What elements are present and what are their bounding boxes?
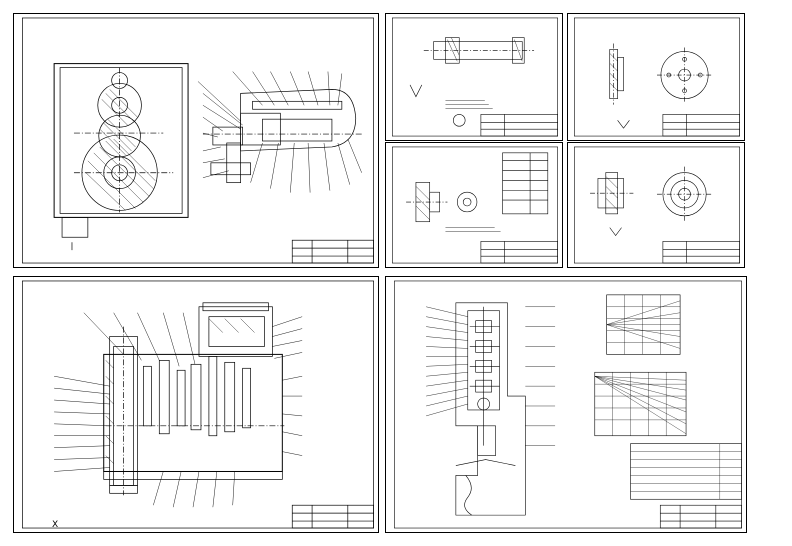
sheet-shaft-detail[interactable] [385,13,563,141]
gearbox-section-drawing [22,280,374,529]
sheet-gearbox-section[interactable] [13,276,379,533]
sheet-bushing-detail[interactable] [385,142,563,268]
flange-detail-drawing [574,17,740,137]
shaft-detail-drawing [392,17,558,137]
sheet-flange-detail[interactable] [567,13,745,141]
corner-marker: X [52,520,59,530]
bushing-detail-drawing [392,146,558,264]
sheet-gear-drive[interactable] [13,13,379,268]
sheet-kinematic-scheme[interactable] [385,276,747,533]
kinematic-scheme-drawing [394,280,742,529]
gear-drive-drawing [22,17,374,264]
sheet-cover-detail[interactable] [567,142,745,268]
cover-detail-drawing [574,146,740,264]
